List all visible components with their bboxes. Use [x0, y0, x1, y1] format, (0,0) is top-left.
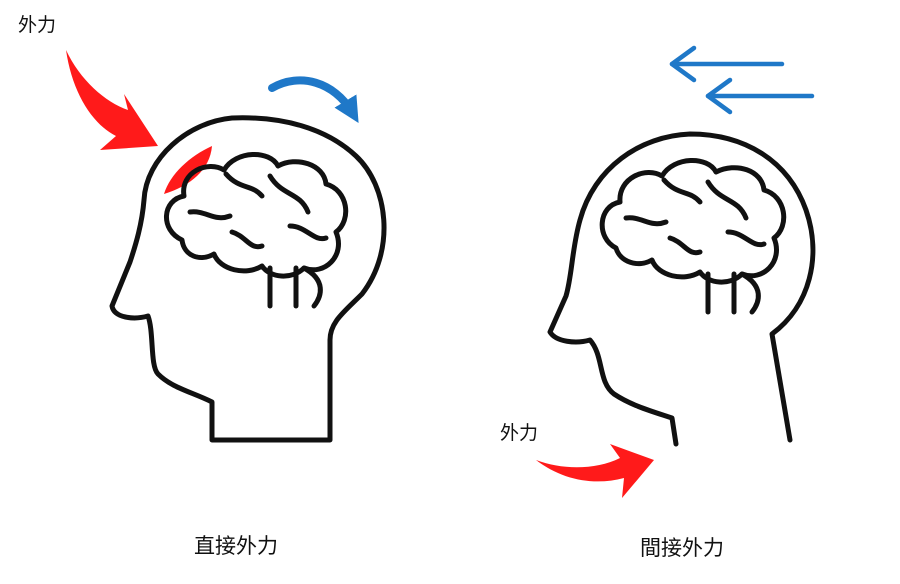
- force-label-top-left: 外力: [18, 14, 57, 36]
- right-figure: [536, 45, 816, 498]
- tilted-head-outline-icon: [547, 131, 816, 447]
- direct-force-arrow-icon: [66, 50, 158, 150]
- force-label-bottom: 外力: [500, 422, 539, 444]
- brain-icon: [164, 152, 349, 309]
- impact-area-icon: [164, 146, 212, 194]
- indirect-force-arrow-icon: [536, 444, 654, 498]
- double-left-arrow-icon: [669, 45, 815, 115]
- head-outline-icon: [109, 115, 387, 443]
- caption-indirect-force: 間接外力: [640, 536, 724, 560]
- left-figure: [66, 50, 387, 443]
- head-motion-arrow-icon: [268, 76, 359, 123]
- caption-direct-force: 直接外力: [194, 534, 278, 558]
- brain-icon-right: [599, 158, 787, 315]
